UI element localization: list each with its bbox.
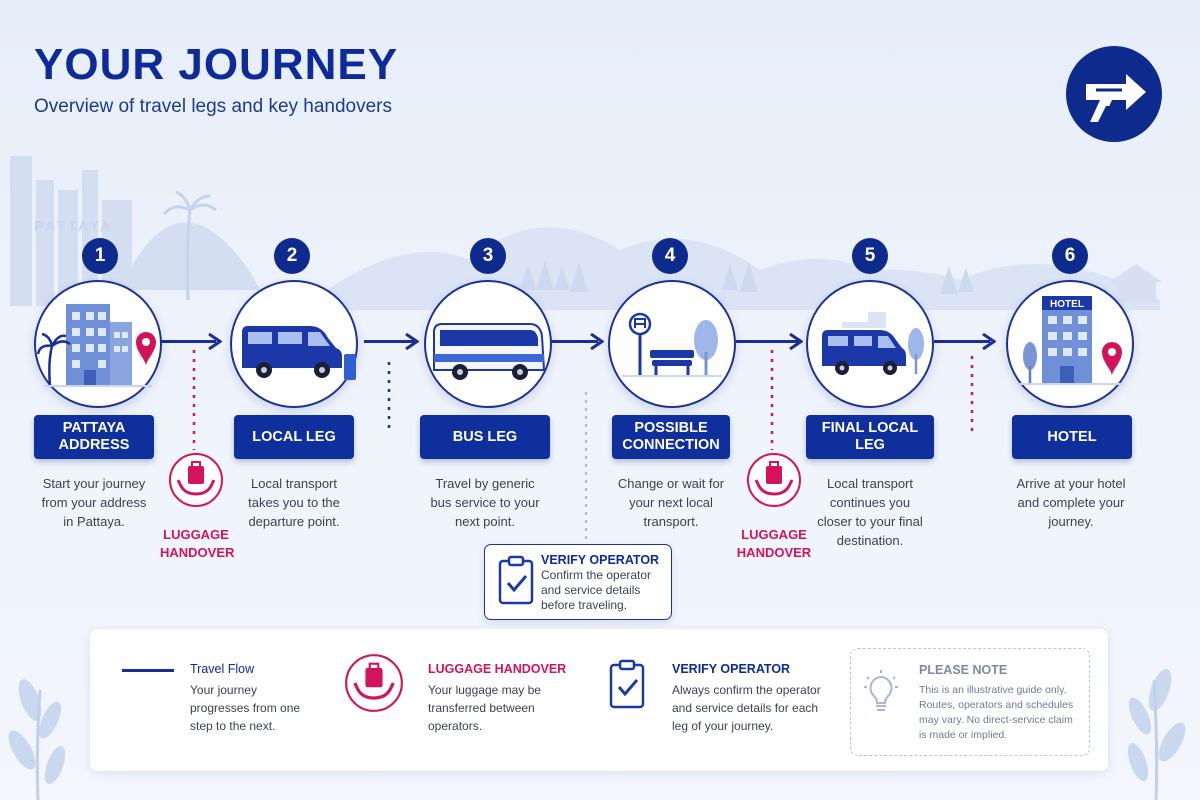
arrow-head-icon bbox=[982, 333, 996, 350]
step-1-circle bbox=[34, 280, 162, 408]
step-3-description: Travel by generic bus service to your ne… bbox=[430, 476, 540, 529]
flow-arrow-1-2 bbox=[160, 340, 216, 343]
step-2-circle bbox=[230, 280, 358, 408]
luggage-handover-icon bbox=[345, 654, 403, 712]
verify-operator-text: Confirm the operator and service details… bbox=[541, 568, 652, 612]
step-2-number: 2 bbox=[274, 238, 310, 274]
legend-flow-line bbox=[122, 669, 174, 672]
arrow-head-icon bbox=[789, 333, 803, 350]
van-icon bbox=[242, 326, 356, 380]
left-foliage-decoration bbox=[8, 679, 66, 800]
step-1-number: 1 bbox=[82, 238, 118, 274]
please-note-box: PLEASE NOTE This is an illustrative guid… bbox=[850, 648, 1090, 756]
luggage-handover-1: LUGGAGE HANDOVER bbox=[160, 452, 235, 562]
verify-operator-callout: VERIFY OPERATOR Confirm the operator and… bbox=[484, 544, 672, 620]
lightbulb-icon bbox=[864, 670, 898, 711]
step-6-number: 6 bbox=[1052, 238, 1088, 274]
step-2-description: Local transport takes you to the departu… bbox=[248, 476, 340, 529]
step-4-number: 4 bbox=[652, 238, 688, 274]
flow-dotted-line bbox=[387, 362, 391, 432]
please-note-text: This is an illustrative guide only. Rout… bbox=[919, 684, 1074, 741]
legend-travel-flow-title: Travel Flow bbox=[190, 662, 255, 676]
legend-travel-flow-text: Your journey progresses from one step to… bbox=[190, 683, 301, 733]
flow-arrow-5-6 bbox=[934, 340, 990, 343]
step-5-description: Local transport continues you closer to … bbox=[817, 476, 923, 548]
step-1-description: Start your journey from your address in … bbox=[41, 476, 147, 529]
handover-dotted-line bbox=[192, 350, 196, 450]
hotel-icon: HOTEL bbox=[1018, 296, 1122, 385]
step-3-label: BUS LEG bbox=[420, 415, 550, 459]
arrow-road-logo-icon bbox=[1086, 74, 1146, 122]
legend-luggage-text: Your luggage may be transferred between … bbox=[428, 683, 541, 733]
step-3-number: 3 bbox=[470, 238, 506, 274]
right-foliage-decoration bbox=[1127, 669, 1186, 800]
luggage-handover-1-text: LUGGAGE HANDOVER bbox=[160, 527, 235, 560]
hotel-sign-text: HOTEL bbox=[1050, 299, 1084, 310]
luggage-handover-2-text: LUGGAGE HANDOVER bbox=[736, 527, 812, 560]
arrow-head-icon bbox=[590, 333, 604, 350]
step-4-description: Change or wait for your next local trans… bbox=[617, 476, 725, 529]
verify-operator-title: VERIFY OPERATOR bbox=[541, 553, 660, 567]
bus-stop-icon bbox=[622, 312, 722, 377]
luggage-handover-2: LUGGAGE HANDOVER bbox=[736, 452, 812, 562]
clipboard-check-icon bbox=[498, 555, 534, 605]
brand-logo bbox=[1066, 46, 1162, 142]
step-4-label: POSSIBLE CONNECTION bbox=[612, 415, 730, 459]
flow-arrow-2-3 bbox=[364, 340, 414, 343]
step-5-number: 5 bbox=[852, 238, 888, 274]
handover-dotted-line bbox=[770, 350, 774, 450]
page-title: YOUR JOURNEY bbox=[34, 40, 399, 89]
building-with-pin-icon bbox=[36, 304, 156, 387]
step-3-circle bbox=[424, 280, 552, 408]
step-4-circle bbox=[608, 280, 736, 408]
verify-dotted-line bbox=[585, 392, 587, 544]
city-label: PATTAYA bbox=[34, 218, 113, 235]
step-1-label: PATTAYA ADDRESS bbox=[34, 415, 154, 459]
luggage-handover-icon bbox=[747, 453, 801, 507]
legend-luggage-title: LUGGAGE HANDOVER bbox=[428, 662, 567, 676]
please-note-title: PLEASE NOTE bbox=[919, 663, 1008, 677]
legend-panel: Travel Flow Your journey progresses from… bbox=[90, 629, 1108, 771]
clipboard-check-icon bbox=[609, 659, 645, 709]
legend-verify-title: VERIFY OPERATOR bbox=[672, 662, 791, 676]
flow-arrow-3-4 bbox=[548, 340, 598, 343]
bus-icon bbox=[433, 323, 546, 380]
step-6-label: HOTEL bbox=[1012, 415, 1132, 459]
van-icon bbox=[822, 312, 924, 375]
page-subtitle: Overview of travel legs and key handover… bbox=[34, 96, 393, 117]
step-6-description: Arrive at your hotel and complete your j… bbox=[1016, 476, 1126, 529]
step-2-label: LOCAL LEG bbox=[234, 415, 354, 459]
legend-verify-text: Always confirm the operator and service … bbox=[672, 683, 821, 733]
flow-arrow-4-5 bbox=[736, 340, 798, 343]
arrow-head-icon bbox=[405, 333, 419, 350]
step-5-label: FINAL LOCAL LEG bbox=[806, 415, 934, 459]
arrow-head-icon bbox=[208, 333, 222, 350]
luggage-handover-icon bbox=[169, 453, 223, 507]
handover-dotted-line bbox=[970, 356, 974, 432]
step-5-circle bbox=[806, 280, 934, 408]
step-6-circle: HOTEL bbox=[1006, 280, 1134, 408]
